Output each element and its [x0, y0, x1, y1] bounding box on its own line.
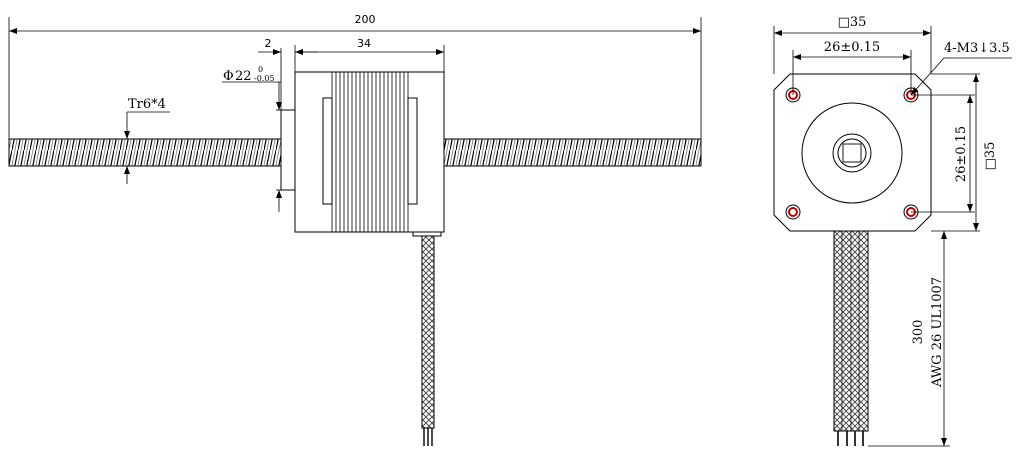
stator-laminations [331, 72, 409, 232]
cable-exit [412, 231, 442, 237]
pilot-diameter-upper-tol: 0 [258, 65, 263, 74]
lead-screw-left [8, 138, 292, 167]
flange-offset-label: 2 [265, 37, 272, 50]
lead-screw-right [443, 138, 702, 167]
hole-spacing-v-label: 26±0.15 [954, 126, 969, 182]
frame-size-label: □35 [838, 15, 867, 30]
thread-spec-label: Tr6*4 [128, 97, 166, 112]
mounting-boss [801, 102, 903, 204]
frame-size-side-label: □35 [983, 142, 998, 171]
mount-holes-label: 4-M3↓3.5 [944, 41, 1010, 56]
body-length-label: 34 [357, 37, 371, 50]
motor-frame [773, 73, 932, 232]
motor-body [294, 71, 445, 233]
hole-spacing-h-label: 26±0.15 [824, 40, 880, 55]
end-cap-right-tab [407, 97, 418, 205]
side-view [8, 17, 702, 446]
shaft-nut [842, 143, 862, 163]
lead-spec-label: AWG 26 UL1007 [930, 277, 945, 388]
pilot-flange [280, 109, 296, 191]
pilot-diameter-symbol: Φ [223, 69, 234, 84]
shaft-bore [837, 138, 867, 168]
shaft-collar [832, 133, 872, 173]
pilot-diameter-lower-tol: -0.05 [254, 74, 275, 83]
overall-length-label: 200 [355, 13, 376, 26]
end-cap-left-tab [322, 97, 333, 205]
lead-length-label: 300 [911, 320, 926, 345]
front-view [773, 26, 1012, 447]
pilot-diameter-value: 22 [235, 69, 252, 84]
side-cable [421, 235, 435, 429]
